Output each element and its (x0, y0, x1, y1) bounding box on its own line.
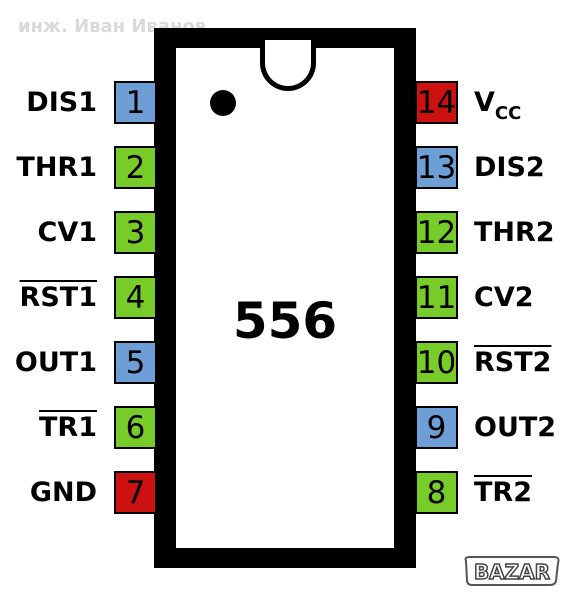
pin-7: 7 (114, 471, 157, 514)
pin-9: 9 (415, 406, 458, 449)
pin-label-cv2: CV2 (474, 282, 534, 313)
pin-label-tr2: TR2 (474, 477, 532, 508)
logo-text: BAZAR (474, 560, 550, 584)
pin-label-cv1: CV1 (37, 217, 98, 248)
vcc-main: V (474, 87, 495, 118)
pin-4: 4 (114, 276, 157, 319)
pin-10: 10 (415, 341, 458, 384)
pin-label-rst2: RST2 (474, 347, 552, 378)
pin-label-dis1: DIS1 (26, 87, 97, 118)
pin-label-out2: OUT2 (474, 412, 557, 443)
pin-14: 14 (415, 81, 458, 124)
pin-label-dis2: DIS2 (474, 152, 545, 183)
vcc-subscript: CC (494, 103, 522, 124)
pin-8: 8 (415, 471, 458, 514)
pin-label-vcc: VCC (474, 81, 521, 124)
pin-label-tr1: TR1 (39, 412, 97, 443)
orientation-notch (260, 40, 316, 91)
pin-5: 5 (114, 341, 157, 384)
pin-label-gnd: GND (29, 477, 97, 508)
pin-3: 3 (114, 211, 157, 254)
pin-label-thr2: THR2 (474, 217, 555, 248)
bazar-logo-icon: BAZAR (464, 556, 560, 586)
pin-2: 2 (114, 146, 157, 189)
pin-13: 13 (415, 146, 458, 189)
pin1-marker-dot (210, 90, 236, 116)
pin-11: 11 (415, 276, 458, 319)
pin-label-rst1: RST1 (19, 282, 97, 313)
ic-body: 556 (176, 40, 394, 548)
chip-part-number: 556 (232, 292, 338, 350)
ic-package: 556 (154, 28, 416, 568)
pin-label-thr1: THR1 (16, 152, 97, 183)
pin-12: 12 (415, 211, 458, 254)
pin-6: 6 (114, 406, 157, 449)
pin-label-out1: OUT1 (14, 347, 97, 378)
pin-1: 1 (114, 81, 157, 124)
